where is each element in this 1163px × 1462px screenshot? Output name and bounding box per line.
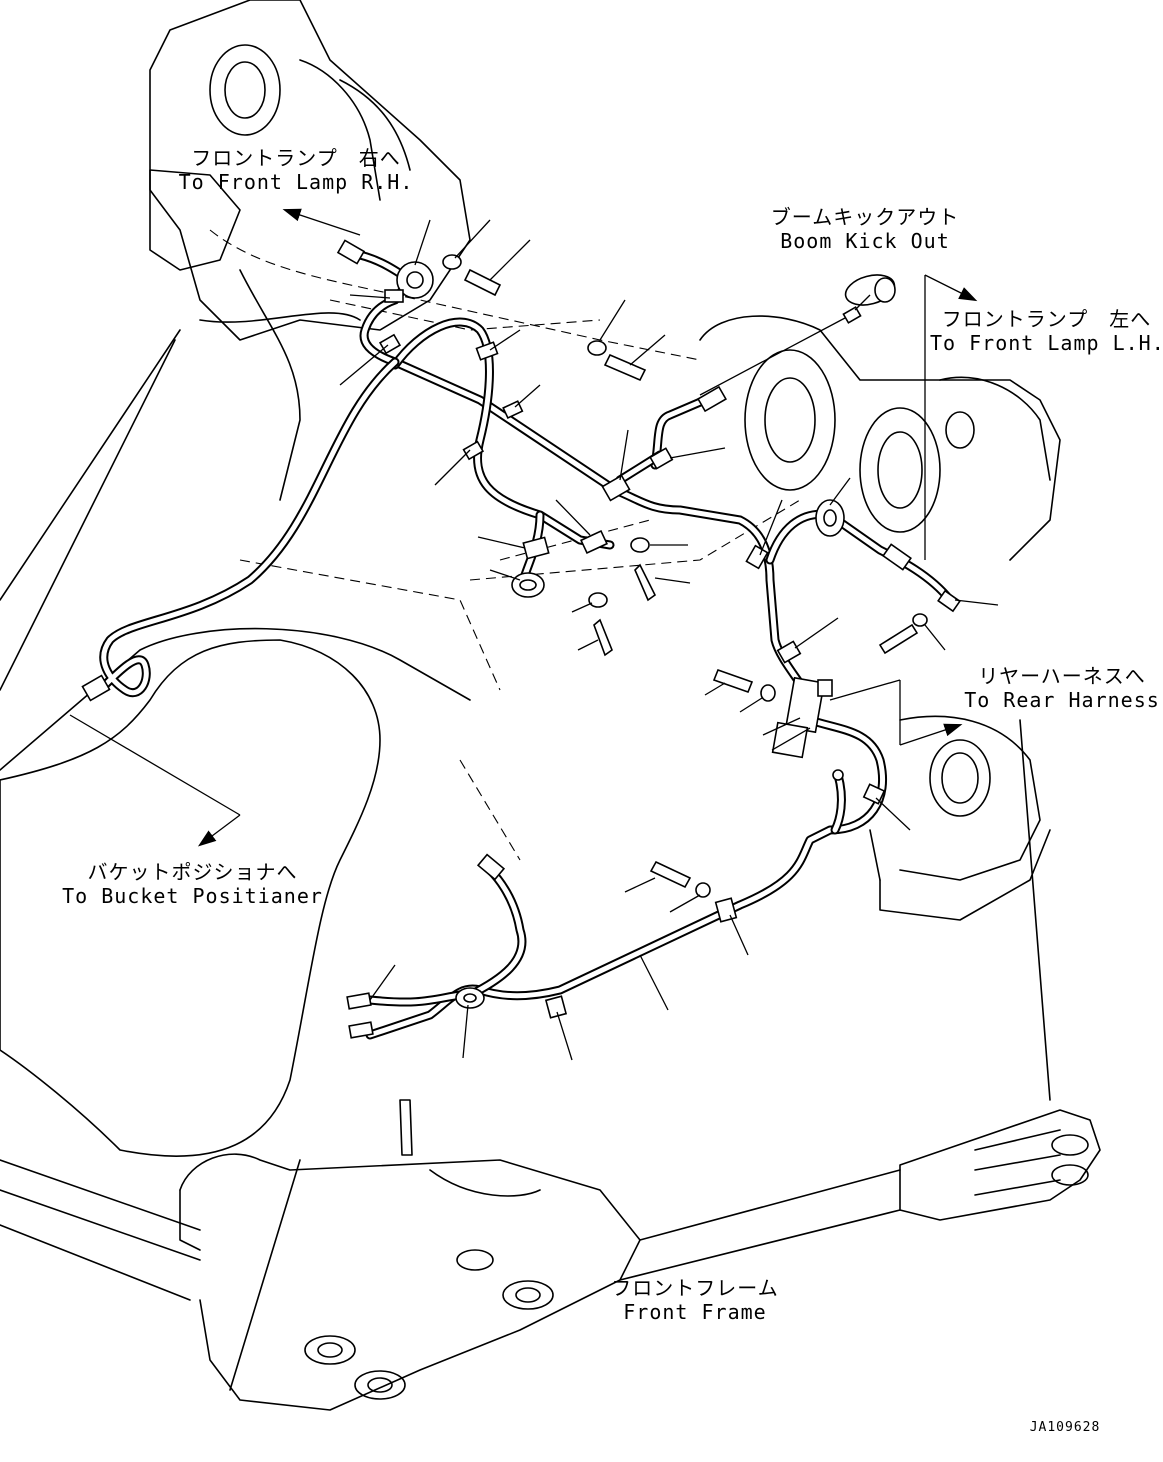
frame-outline [0, 0, 1101, 1411]
label-front-frame-en: Front Frame [623, 1300, 767, 1324]
label-rear-harness-en: To Rear Harness [964, 688, 1160, 712]
label-front-lamp-rh-jp: フロントランプ 右へ [191, 146, 401, 170]
label-front-lamp-rh: フロントランプ 右へ To Front Lamp R.H. [176, 146, 416, 194]
label-bucket-positioner-jp: バケットポジショナへ [87, 860, 298, 884]
label-front-frame: フロントフレーム Front Frame [610, 1276, 780, 1324]
label-rear-harness: リヤーハーネスへ To Rear Harness [962, 664, 1162, 712]
drawing-code: JA109628 [1029, 1420, 1101, 1435]
label-front-lamp-lh-jp: フロントランプ 左へ [941, 307, 1152, 331]
label-front-lamp-lh: フロントランプ 左へ To Front Lamp L.H. [930, 307, 1163, 355]
label-front-lamp-rh-en: To Front Lamp R.H. [178, 170, 414, 194]
label-bucket-positioner: バケットポジショナへ To Bucket Positianer [55, 860, 330, 908]
label-rear-harness-jp: リヤーハーネスへ [978, 664, 1146, 688]
label-boom-kick-out: ブームキックアウト Boom Kick Out [770, 205, 960, 253]
label-bucket-positioner-en: To Bucket Positianer [62, 884, 323, 908]
leader-lines [69, 208, 999, 1061]
label-front-frame-jp: フロントフレーム [611, 1276, 779, 1300]
hardware-parts [81, 239, 961, 1039]
wire-harness [95, 250, 955, 1040]
label-boom-kick-out-jp: ブームキックアウト [770, 205, 960, 229]
label-front-lamp-lh-en: To Front Lamp L.H. [930, 331, 1163, 355]
label-boom-kick-out-en: Boom Kick Out [780, 229, 950, 253]
